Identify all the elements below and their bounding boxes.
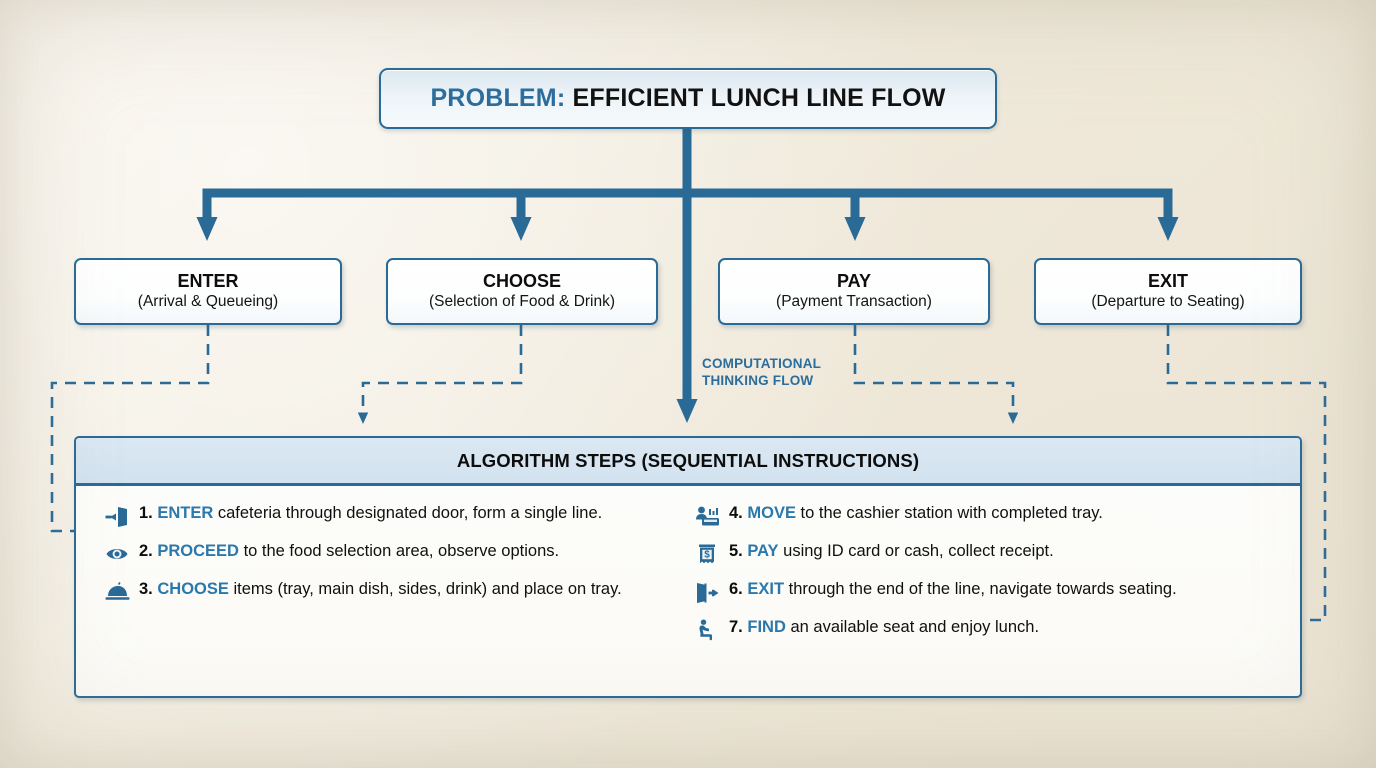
receipt-dollar-icon: $ [694, 543, 720, 565]
step-number: 1. [139, 504, 153, 522]
title-highlight: PROBLEM: [430, 84, 566, 112]
step-number: 5. [729, 542, 743, 560]
algorithm-step-text: 4. MOVE to the cashier station with comp… [729, 504, 1103, 523]
svg-text:$: $ [704, 550, 710, 561]
page-title: PROBLEM: EFFICIENT LUNCH LINE FLOW [430, 84, 945, 113]
step-number: 7. [729, 618, 743, 636]
algorithm-right-column: 4. MOVE to the cashier station with comp… [688, 504, 1300, 696]
step-keyword: PAY [747, 542, 779, 560]
algorithm-step-2[interactable]: 2. PROCEED to the food selection area, o… [104, 542, 688, 565]
algorithm-step-text: 5. PAY using ID card or cash, collect re… [729, 542, 1054, 561]
category-detail: (Arrival & Queueing) [137, 292, 279, 310]
category-box-choose[interactable]: CHOOSE (Selection of Food & Drink) [386, 258, 658, 325]
pay-to-panel-dashed [853, 325, 1019, 424]
computational-thinking-flow-label: COMPUTATIONAL THINKING FLOW [702, 356, 852, 390]
step-number: 2. [139, 542, 153, 560]
choose-to-panel-dashed [357, 325, 523, 424]
step-body: to the cashier station with completed tr… [800, 504, 1103, 522]
seated-person-icon [694, 619, 720, 641]
algorithm-step-6[interactable]: 6. EXIT through the end of the line, nav… [694, 580, 1300, 603]
algorithm-step-5[interactable]: $ 5. PAY using ID card or cash, collect … [694, 542, 1300, 565]
step-keyword: ENTER [157, 504, 214, 522]
algorithm-header-text: ALGORITHM STEPS (SEQUENTIAL INSTRUCTIONS… [456, 449, 920, 471]
step-keyword: MOVE [747, 504, 796, 522]
algorithm-step-1[interactable]: 1. ENTER cafeteria through designated do… [104, 504, 688, 527]
category-detail: (Payment Transaction) [776, 292, 932, 310]
algorithm-step-text: 1. ENTER cafeteria through designated do… [139, 504, 602, 523]
category-detail: (Departure to Seating) [1091, 292, 1245, 310]
door-enter-icon [104, 505, 130, 527]
category-detail: (Selection of Food & Drink) [428, 292, 616, 310]
category-title: PAY [836, 270, 872, 291]
step-body: an available seat and enjoy lunch. [790, 618, 1040, 636]
step-body: through the end of the line, navigate to… [788, 580, 1177, 598]
step-number: 6. [729, 580, 743, 598]
bus-drop-arrows [196, 193, 1179, 241]
step-body: using ID card or cash, collect receipt. [783, 542, 1054, 560]
cashier-person-icon [694, 505, 720, 527]
problem-title-box: PROBLEM: EFFICIENT LUNCH LINE FLOW [379, 68, 997, 129]
algorithm-step-4[interactable]: 4. MOVE to the cashier station with comp… [694, 504, 1300, 527]
eye-icon [104, 543, 130, 565]
algorithm-left-column: 1. ENTER cafeteria through designated do… [76, 504, 688, 696]
step-keyword: FIND [747, 618, 786, 636]
algorithm-step-text: 2. PROCEED to the food selection area, o… [139, 542, 559, 561]
door-exit-icon [694, 581, 720, 603]
algorithm-step-7[interactable]: 7. FIND an available seat and enjoy lunc… [694, 618, 1300, 641]
step-body: cafeteria through designated door, form … [217, 504, 603, 522]
category-title: ENTER [177, 270, 239, 291]
problem-to-bus-trunk [202, 129, 1173, 198]
algorithm-steps-panel: ALGORITHM STEPS (SEQUENTIAL INSTRUCTIONS… [74, 436, 1302, 698]
step-keyword: CHOOSE [157, 580, 229, 598]
step-body: items (tray, main dish, sides, drink) an… [233, 580, 622, 598]
step-keyword: EXIT [747, 580, 785, 598]
algorithm-step-3[interactable]: 3. CHOOSE items (tray, main dish, sides,… [104, 580, 688, 603]
step-number: 3. [139, 580, 153, 598]
category-title: CHOOSE [482, 270, 561, 291]
algorithm-step-text: 6. EXIT through the end of the line, nav… [729, 580, 1177, 599]
algorithm-step-text: 7. FIND an available seat and enjoy lunc… [729, 618, 1039, 637]
category-title: EXIT [1147, 270, 1188, 291]
category-box-enter[interactable]: ENTER (Arrival & Queueing) [74, 258, 342, 325]
algorithm-panel-body: 1. ENTER cafeteria through designated do… [76, 486, 1300, 696]
food-tray-icon [104, 581, 130, 603]
algorithm-panel-header: ALGORITHM STEPS (SEQUENTIAL INSTRUCTIONS… [76, 438, 1300, 486]
step-number: 4. [729, 504, 743, 522]
title-rest: EFFICIENT LUNCH LINE FLOW [572, 84, 946, 112]
step-body: to the food selection area, observe opti… [243, 542, 560, 560]
category-box-exit[interactable]: EXIT (Departure to Seating) [1034, 258, 1302, 325]
category-box-pay[interactable]: PAY (Payment Transaction) [718, 258, 990, 325]
flow-label-line1: COMPUTATIONAL [702, 356, 822, 371]
flow-label-line2: THINKING FLOW [702, 372, 814, 388]
step-keyword: PROCEED [157, 542, 239, 560]
algorithm-step-text: 3. CHOOSE items (tray, main dish, sides,… [139, 580, 622, 599]
